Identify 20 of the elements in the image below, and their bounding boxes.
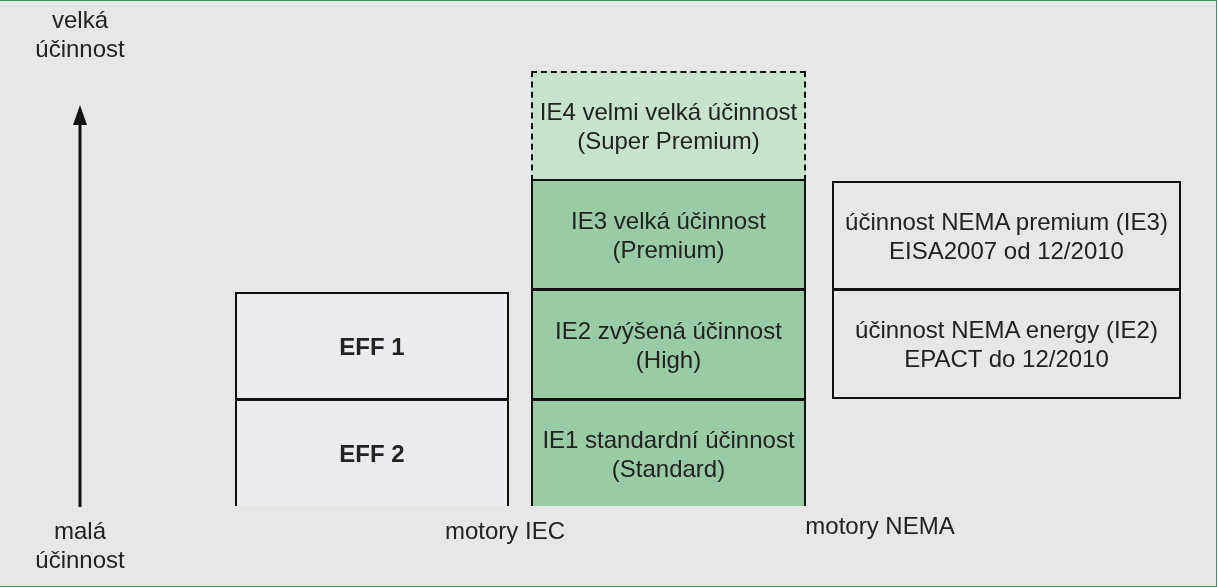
box-text: IE1 standardní účinnost (Standard) bbox=[541, 424, 796, 483]
box-text: účinnost NEMA energy (IE2) EPACT do 12/2010 bbox=[854, 315, 1159, 373]
efficiency-class-box bbox=[531, 179, 806, 290]
efficiency-class-box bbox=[531, 399, 806, 506]
efficiency-class-box bbox=[235, 399, 509, 506]
column-label: motory IEC bbox=[444, 516, 566, 545]
column-label: motory NEMA bbox=[805, 511, 955, 540]
box-text: EFF 1 bbox=[338, 331, 406, 361]
box-text: účinnost NEMA premium (IE3) EISA2007 od 12/2010 bbox=[844, 206, 1169, 265]
box-text: IE3 velká účinnost (Premium) bbox=[570, 205, 767, 264]
efficiency-class-box bbox=[235, 292, 509, 400]
box-text: EFF 2 bbox=[338, 439, 406, 468]
scale-label: velká účinnost bbox=[34, 5, 126, 63]
box-text: IE2 zvýšená účinnost (High) bbox=[554, 315, 783, 374]
efficiency-class-box bbox=[531, 71, 806, 181]
efficiency-class-box bbox=[832, 289, 1181, 399]
scale-label: malá účinnost bbox=[34, 516, 126, 574]
efficiency-class-box bbox=[531, 289, 806, 400]
efficiency-class-box bbox=[832, 181, 1181, 290]
box-text: IE4 velmi velká účinnost (Super Premium) bbox=[538, 97, 799, 155]
